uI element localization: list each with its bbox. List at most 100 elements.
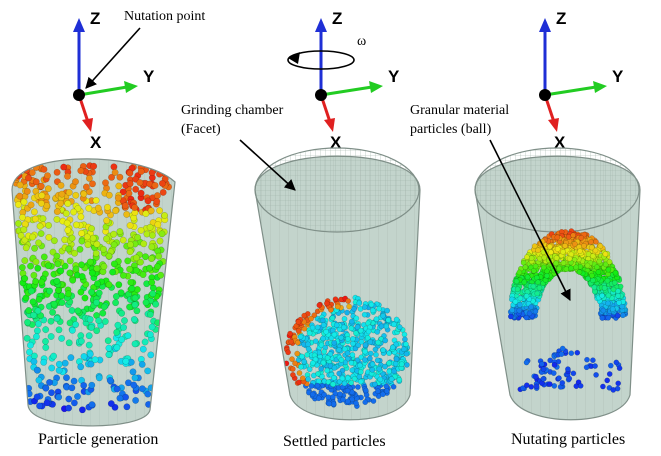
particle	[331, 375, 337, 381]
particle	[321, 348, 328, 355]
particle	[148, 255, 155, 263]
particle	[390, 383, 397, 390]
particle	[524, 382, 530, 389]
particle	[610, 387, 617, 393]
particle	[544, 272, 550, 279]
chamber-middle	[254, 147, 421, 421]
particle	[128, 285, 136, 292]
particle	[127, 278, 135, 286]
particle	[516, 307, 523, 314]
particle	[404, 362, 410, 368]
particle	[358, 338, 365, 345]
particle	[288, 338, 295, 345]
particle	[594, 264, 600, 270]
particle	[151, 181, 159, 189]
particle	[138, 385, 146, 393]
particle	[88, 401, 96, 408]
particle	[376, 366, 383, 372]
particle	[615, 380, 622, 387]
particle	[373, 351, 379, 358]
particle	[295, 319, 302, 325]
particle	[524, 254, 530, 260]
particle	[560, 249, 566, 255]
particle	[104, 337, 112, 345]
particle	[42, 326, 50, 333]
particle	[308, 315, 314, 322]
particle	[116, 394, 124, 402]
particle	[126, 180, 134, 188]
particle	[74, 307, 82, 315]
particle	[376, 305, 382, 312]
omega-symbol: ω	[357, 34, 366, 49]
particle	[115, 182, 123, 190]
axis-triad-left: Z Y X	[73, 9, 155, 152]
particle	[340, 396, 346, 403]
chamber-left	[11, 158, 176, 427]
particle	[139, 271, 147, 278]
particle	[77, 167, 85, 175]
particle	[524, 274, 531, 280]
caption-particle-generation: Particle generation	[38, 431, 158, 448]
particle	[35, 295, 43, 303]
particle	[375, 388, 381, 395]
particle	[599, 315, 606, 321]
particle	[94, 280, 101, 288]
particle	[383, 388, 390, 394]
particle	[533, 373, 539, 380]
particle	[305, 341, 311, 348]
particle	[540, 376, 547, 382]
particle	[103, 235, 110, 243]
particle	[27, 262, 34, 270]
particle	[289, 366, 296, 372]
particle	[314, 382, 321, 389]
particle	[588, 244, 595, 251]
particle	[68, 234, 76, 242]
particle	[556, 265, 563, 272]
particle	[382, 363, 388, 370]
particle	[40, 253, 48, 261]
particle	[85, 204, 93, 212]
particle	[23, 334, 31, 342]
particle	[146, 223, 154, 231]
particle	[113, 344, 121, 351]
particle	[354, 324, 361, 330]
particle	[346, 303, 352, 310]
particle	[74, 393, 81, 400]
particle	[118, 336, 126, 343]
particle	[156, 237, 164, 245]
particle	[144, 197, 152, 205]
particle	[93, 327, 101, 335]
particle	[344, 375, 351, 381]
particle	[79, 406, 86, 414]
particle	[20, 198, 28, 206]
particle	[60, 163, 68, 171]
particle	[88, 288, 95, 296]
particle	[131, 301, 139, 309]
particle	[344, 350, 351, 356]
particle	[100, 245, 107, 253]
particle	[380, 347, 386, 353]
particle	[536, 284, 543, 291]
particle	[522, 264, 529, 271]
particle	[83, 233, 91, 241]
particle	[78, 273, 86, 280]
particle	[377, 376, 384, 383]
particle	[122, 357, 130, 365]
particle	[139, 345, 147, 353]
particle	[304, 351, 311, 358]
particle	[44, 185, 52, 193]
rotation-arrowhead	[288, 52, 300, 64]
particle	[398, 361, 405, 368]
particle	[110, 241, 118, 249]
particle	[53, 215, 61, 223]
particle	[556, 375, 562, 381]
particle	[351, 306, 357, 312]
particle	[350, 340, 356, 347]
axis-triad-middle: Z Y X ω	[287, 9, 400, 152]
particle	[299, 375, 306, 382]
y-axis-arrow	[320, 85, 373, 97]
z-arrowhead	[73, 18, 85, 32]
particle	[53, 315, 61, 322]
particle	[393, 356, 400, 362]
particle	[65, 290, 72, 298]
